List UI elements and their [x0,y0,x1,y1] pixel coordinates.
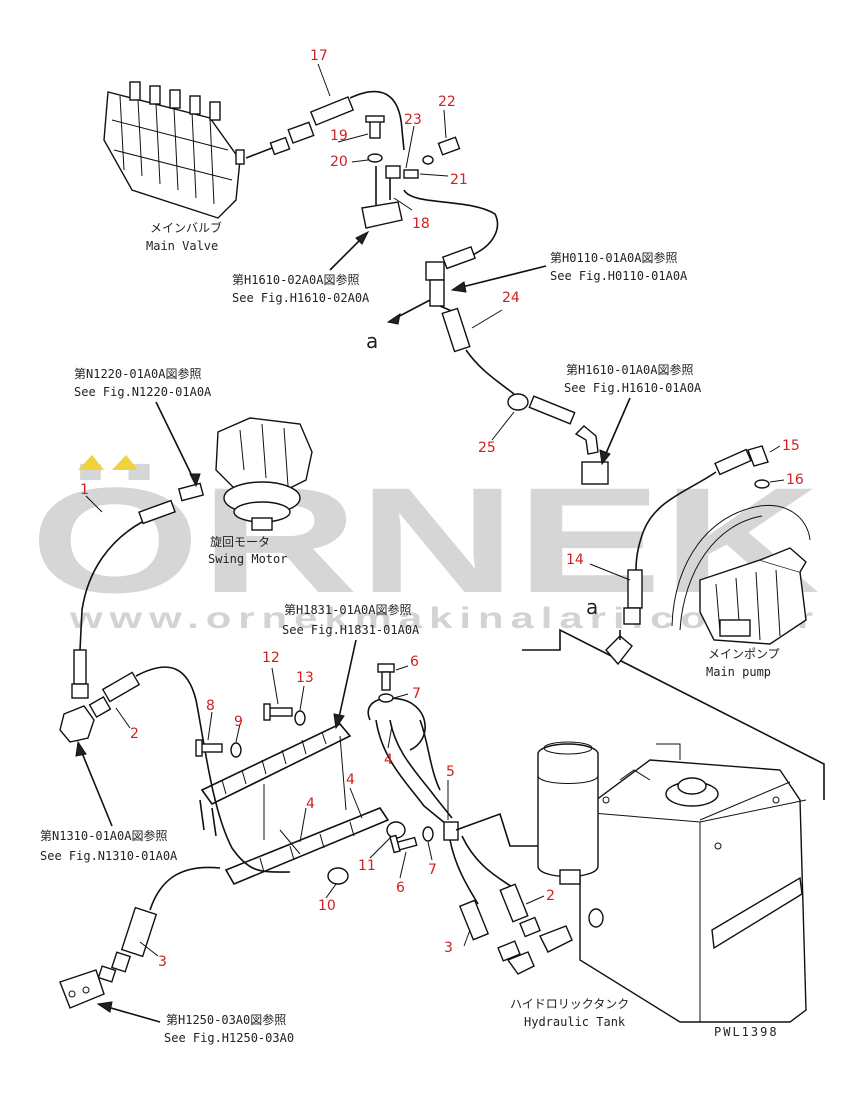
ref-h1831-01a0a-jp: 第H1831-01A0A図参照 [284,602,411,617]
ref-h1610-01a0a-arrow [603,397,631,459]
filter-canister [537,741,599,885]
ref-h1250-03a0-en: See Fig.H1250-03A0 [164,1031,294,1045]
ref-h1831-01a0a-arrow [337,639,357,723]
ref-n1310-01a0a-arrow [79,747,113,827]
watermark-url: www.ornekmakinalari.com.tr [69,602,820,635]
ref-h1250-03a0-arrow [103,1005,161,1023]
swing-motor-label-en: Swing Motor [208,552,287,566]
ref-n1220-01a0a-en: See Fig.N1220-01A0A [74,385,212,399]
watermark: ÖRNEK www.ornekmakinalari.com.tr [30,455,820,635]
ref-h1610-02a0a-arrow [329,235,365,271]
bolt-8-9 [195,739,242,758]
ref-h0110-01a0a-en: See Fig.H0110-01A0A [550,269,688,283]
callout-3-left: 3 [158,954,167,970]
ref-h0110-01a0a-arrow [457,265,547,289]
main-valve-label-en: Main Valve [146,239,218,253]
ref-h1610-02a0a-jp: 第H1610-02A0A図参照 [232,272,359,287]
part-10-11 [327,821,406,885]
hose-17 [245,90,499,270]
pipe-4-loop [367,697,453,825]
callout-15: 15 [782,438,800,454]
bolt-6-7-lower [389,826,434,854]
swing-motor-drawing [177,417,313,531]
callout-3-right: 3 [444,940,453,956]
callout-21: 21 [450,172,468,188]
callout-8: 8 [206,698,215,714]
callout-14: 14 [566,552,584,568]
main-valve-drawing [103,81,245,219]
connector-a-right: a [586,595,598,619]
main-pump-label-en: Main pump [706,665,771,679]
callout-13: 13 [296,670,314,686]
tube-assembly-4 [199,723,390,886]
bolt-6-top [377,663,395,703]
clamp-group [361,115,461,229]
watermark-brand: ÖRNEK [30,456,820,624]
callout-11: 11 [358,858,376,874]
callout-7-lower: 7 [428,862,437,878]
callout-7-top: 7 [412,686,421,702]
hydraulic-tank-label-en: Hydraulic Tank [524,1015,626,1029]
callout-23: 23 [404,112,422,128]
ref-h0110-01a0a-jp: 第H0110-01A0A図参照 [550,250,677,265]
hose-1 [59,499,176,743]
callout-leaders [85,63,785,957]
callout-2-left: 2 [130,726,139,742]
callout-18: 18 [412,216,430,232]
callout-20: 20 [330,154,348,170]
callout-16: 16 [786,472,804,488]
callout-10: 10 [318,898,336,914]
ref-h1610-01a0a-jp: 第H1610-01A0A図参照 [566,362,693,377]
ref-h1610-02a0a-en: See Fig.H1610-02A0A [232,291,370,305]
hose-14 [605,445,770,666]
ref-h1250-03a0-jp: 第H1250-03A0図参照 [166,1012,286,1027]
callout-6-lower: 6 [396,880,405,896]
return-line-a [522,628,825,800]
swing-motor-label-jp: 旋回モータ [210,535,270,549]
ref-n1310-01a0a-jp: 第N1310-01A0A図参照 [40,828,167,843]
ref-h1610-01a0a-en: See Fig.H1610-01A0A [564,381,702,395]
ref-n1220-01a0a-arrow [155,401,195,481]
callout-4-c: 4 [384,752,393,768]
hose-3-left [59,866,221,1009]
clamp-5-and-hoses-right [443,812,573,975]
ref-h1831-01a0a-en: See Fig.H1831-01A0A [282,623,420,637]
callout-25: 25 [478,440,496,456]
ref-n1310-01a0a-en: See Fig.N1310-01A0A [40,849,178,863]
callout-4-b: 4 [346,772,355,788]
connector-a-top: a [366,329,378,353]
drawing-code: PWL1398 [714,1025,779,1039]
callout-numbers: 17 19 20 18 23 22 21 24 25 1 2 3 4 4 4 5… [80,48,804,970]
hydraulic-tank-label-jp: ハイドロリックタンク [510,997,629,1011]
bolt-12-13 [263,703,306,726]
hose-2-left [88,666,291,873]
watermark-dot-right [112,455,138,470]
main-valve-label-jp: メインバルブ [150,220,222,235]
main-pump-label-jp: メインポンプ [708,647,780,661]
callout-24: 24 [502,290,520,306]
hydraulic-tank-drawing [522,628,825,1023]
callout-12: 12 [262,650,280,666]
watermark-dot-left [78,455,104,470]
callout-6-top: 6 [410,654,419,670]
callout-22: 22 [438,94,456,110]
callout-4-a: 4 [306,796,315,812]
callout-5: 5 [446,764,455,780]
callout-19: 19 [330,128,348,144]
callout-17: 17 [310,48,328,64]
tee-fitting-and-hose-24 [425,261,609,485]
ref-n1220-01a0a-jp: 第N1220-01A0A図参照 [74,366,201,381]
callout-1: 1 [80,482,89,498]
callout-9: 9 [234,714,243,730]
main-pump-drawing [671,504,811,645]
callout-2-right: 2 [546,888,555,904]
